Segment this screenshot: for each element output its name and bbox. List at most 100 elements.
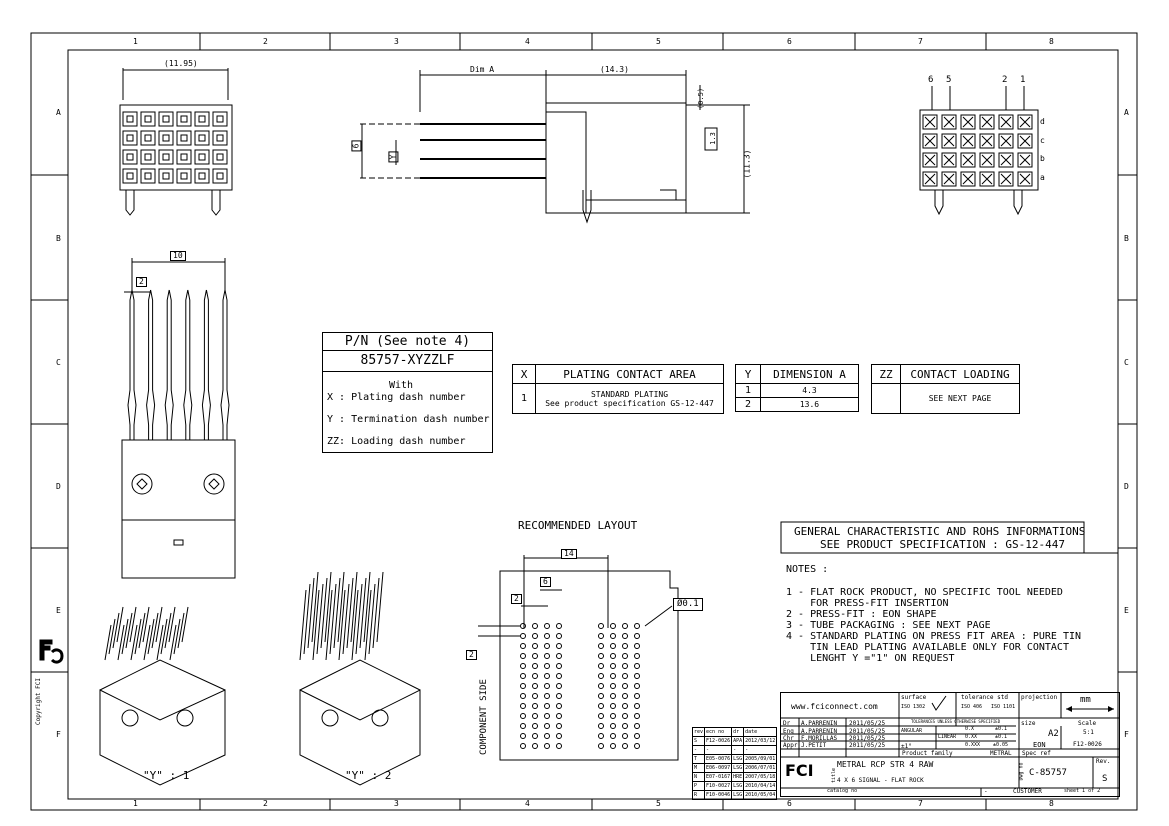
layout-hole — [622, 663, 628, 669]
iso-pin — [372, 577, 380, 649]
col-7-bottom: 7 — [918, 799, 923, 808]
tb-tol-val: ±0.05 — [993, 742, 1009, 748]
plating-col2: PLATING CONTACT AREA — [535, 364, 724, 384]
contact-pin — [180, 134, 188, 142]
rev-table-cell: - — [743, 745, 778, 755]
row-b-right: B — [1124, 234, 1129, 243]
contact-cell — [998, 133, 1014, 149]
contact-pin — [126, 134, 134, 142]
contact-cross — [943, 173, 955, 185]
contact-cell — [212, 130, 228, 146]
pn-zz-line: ZZ: Loading dash number — [327, 436, 466, 447]
row-e: E — [56, 606, 61, 615]
iso-pin — [346, 577, 354, 649]
iso-pin — [337, 571, 345, 643]
contact-cell — [158, 149, 174, 165]
contact-cell — [960, 114, 976, 130]
dim-row1-value: 4.3 — [760, 383, 859, 398]
tb-date-dr: 2011/05/25 — [849, 720, 886, 727]
layout-hole — [556, 723, 562, 729]
col-3: 3 — [394, 37, 399, 46]
layout-hole — [520, 703, 526, 709]
contact-pin — [144, 153, 152, 161]
tb-catalog: catalog no — [827, 788, 858, 794]
col-5-bottom: 5 — [656, 799, 661, 808]
layout-hole — [622, 643, 628, 649]
iso-pin — [169, 624, 177, 661]
tb-date-eng: 2011/05/25 — [849, 728, 886, 735]
contact-cross — [943, 154, 955, 166]
col-8: 8 — [1049, 37, 1054, 46]
contact-cross — [962, 116, 974, 128]
layout-hole — [532, 673, 538, 679]
layout-hole — [532, 663, 538, 669]
rev-table-cell: S — [691, 736, 706, 746]
contact-cell — [979, 152, 995, 168]
layout-hole — [634, 733, 640, 739]
contact-cell — [941, 171, 957, 187]
iso-pin — [121, 618, 129, 655]
row-c: C — [56, 358, 61, 367]
note-line: 4 - STANDARD PLATING ON PRESS FIT AREA :… — [786, 631, 1082, 642]
tb-units: mm — [1080, 695, 1091, 705]
rev-table-cell: 2007/05/18 — [743, 772, 778, 782]
dim-width: (11.95) — [164, 59, 198, 68]
contact-cell — [960, 152, 976, 168]
iso-pin — [320, 577, 328, 649]
rev-table-cell: date — [743, 727, 778, 737]
iso-pin — [324, 571, 332, 643]
contact-pin — [144, 115, 152, 123]
contact-cell — [158, 168, 174, 184]
contact-pin — [162, 172, 170, 180]
tb-date-appr: 2011/05/25 — [849, 742, 886, 749]
tb-name-chr: F.MORILLAS — [801, 735, 838, 742]
iso-pin — [359, 577, 367, 649]
iso-pin — [104, 624, 112, 661]
rev-table-cell: F10-0027 — [704, 781, 733, 791]
tb-tol-val: ±0.1 — [995, 726, 1008, 732]
tb-customer: CUSTOMER — [1013, 788, 1042, 795]
layout-hole — [544, 713, 550, 719]
contact-cross — [1000, 154, 1012, 166]
layout-hole — [532, 703, 538, 709]
tb-role-dr: Dr — [783, 720, 791, 727]
side-view-connector — [360, 70, 750, 224]
tb-rev: S — [1102, 774, 1108, 784]
contact-cell — [922, 171, 938, 187]
tb-angle-tol: ±1° — [901, 743, 912, 750]
layout-hole — [556, 673, 562, 679]
iso-pin — [338, 589, 346, 661]
layout-hole — [532, 723, 538, 729]
layout-hole — [520, 733, 526, 739]
contact-cell — [212, 149, 228, 165]
layout-hole — [598, 663, 604, 669]
row-label-d: d — [1040, 117, 1045, 126]
contact-cell — [194, 168, 210, 184]
rev-table-cell: T — [691, 754, 706, 764]
layout-hole — [622, 703, 628, 709]
layout-hole — [520, 683, 526, 689]
contact-cell — [922, 133, 938, 149]
layout-hole — [610, 663, 616, 669]
pn-y-line: Y : Termination dash number — [327, 414, 490, 425]
contact-pin — [198, 134, 206, 142]
contact-pin — [126, 153, 134, 161]
contact-cell — [998, 114, 1014, 130]
contact-pin — [216, 153, 224, 161]
contact-pin — [144, 134, 152, 142]
layout-hole — [610, 723, 616, 729]
layout-hole — [556, 663, 562, 669]
layout-hole — [532, 643, 538, 649]
iso-pin — [299, 589, 307, 661]
contact-pin — [126, 115, 134, 123]
rev-table-cell: LSG — [731, 790, 745, 800]
note-line: 3 - TUBE PACKAGING : SEE NEXT PAGE — [786, 620, 991, 631]
row-a-right: A — [1124, 108, 1129, 117]
iso-pin — [143, 624, 151, 661]
